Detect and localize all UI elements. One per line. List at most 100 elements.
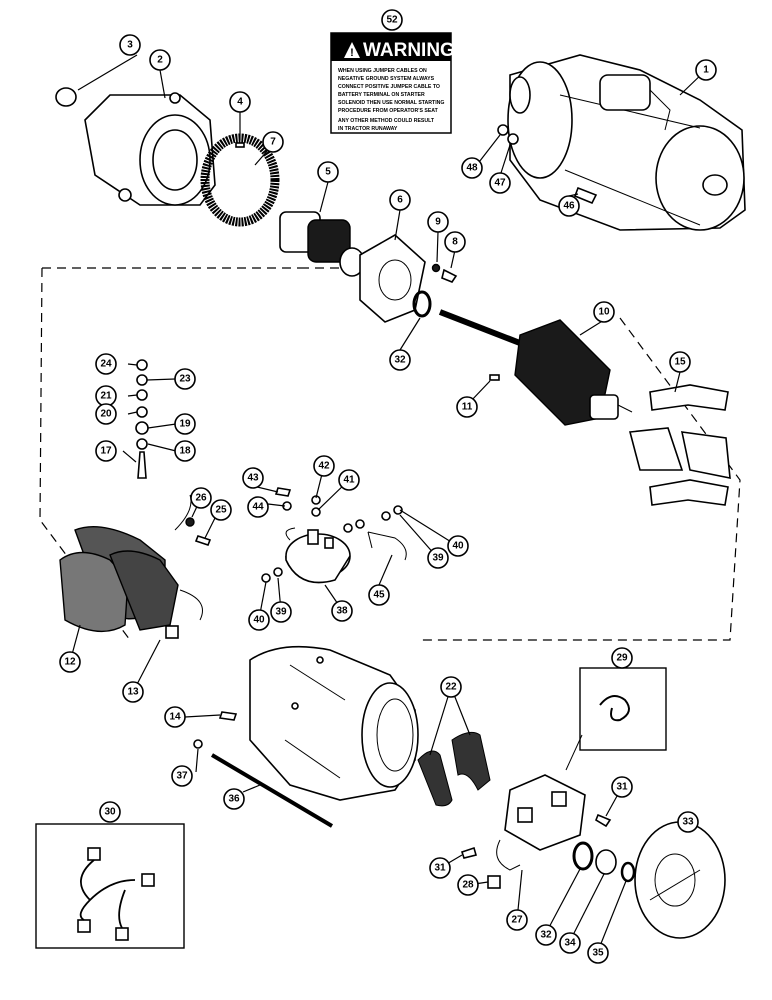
callout-8: 8	[444, 231, 466, 253]
callout-34: 34	[559, 932, 581, 954]
svg-text:32: 32	[540, 930, 552, 941]
warning-line-7: ANY OTHER METHOD COULD RESULT	[338, 118, 435, 124]
callout-9: 9	[427, 211, 449, 233]
svg-text:46: 46	[563, 201, 575, 212]
mounting-bolt	[573, 186, 598, 205]
warning-line-3: CONNECT POSITIVE JUMPER CABLE TO	[338, 84, 440, 90]
svg-text:5: 5	[325, 167, 331, 178]
svg-text:34: 34	[564, 938, 576, 949]
svg-text:21: 21	[100, 391, 112, 402]
callout-4: 4	[229, 91, 251, 113]
callout-6: 6	[389, 189, 411, 211]
svg-text:33: 33	[682, 817, 694, 828]
svg-text:2: 2	[157, 55, 163, 66]
thrust-washer-lower	[572, 841, 594, 871]
callout-40-right: 40	[447, 535, 469, 557]
frame-screw	[218, 711, 238, 721]
svg-text:48: 48	[466, 163, 478, 174]
svg-text:41: 41	[343, 475, 355, 486]
holder-screw-left	[460, 846, 477, 859]
svg-text:27: 27	[511, 915, 523, 926]
warning-decal: ! WARNING WHEN USING JUMPER CABLES ON NE…	[330, 32, 455, 134]
warning-line-8: IN TRACTOR RUNAWAY	[338, 126, 398, 132]
spring-detail-inset	[565, 667, 667, 771]
callout-32-lower: 32	[535, 924, 557, 946]
svg-text:7: 7	[270, 137, 276, 148]
callout-30: 30	[99, 801, 121, 823]
field-coils	[59, 494, 203, 633]
callout-36: 36	[223, 788, 245, 810]
callout-20: 20	[95, 403, 117, 425]
coil-screw	[194, 535, 212, 546]
svg-text:20: 20	[100, 409, 112, 420]
svg-text:38: 38	[336, 606, 348, 617]
callout-3: 3	[119, 34, 141, 56]
callout-32-upper: 32	[389, 349, 411, 371]
callout-18: 18	[174, 440, 196, 462]
field-brush	[165, 625, 179, 639]
callout-47: 47	[489, 172, 511, 194]
callout-19: 19	[174, 413, 196, 435]
end-washer	[620, 861, 636, 883]
commutator-end-bushing	[595, 849, 617, 875]
callout-26: 26	[190, 487, 212, 509]
callout-38: 38	[331, 600, 353, 622]
svg-text:47: 47	[494, 178, 506, 189]
svg-text:29: 29	[616, 653, 628, 664]
svg-text:9: 9	[435, 217, 441, 228]
svg-text:43: 43	[247, 473, 259, 484]
warning-line-4: BATTERY TERMINAL ON STARTER	[338, 92, 425, 98]
svg-text:4: 4	[237, 97, 243, 108]
svg-text:12: 12	[64, 657, 76, 668]
callout-44: 44	[247, 496, 269, 518]
solenoid-hardware	[261, 487, 407, 583]
svg-text:17: 17	[100, 446, 112, 457]
svg-text:40: 40	[253, 615, 265, 626]
callout-48: 48	[461, 157, 483, 179]
callout-23: 23	[174, 368, 196, 390]
field-frame	[249, 645, 419, 801]
svg-text:15: 15	[674, 357, 686, 368]
svg-text:18: 18	[179, 446, 191, 457]
warning-line-6: PROCEDURE FROM OPERATOR'S SEAT	[338, 108, 439, 114]
callout-17: 17	[95, 440, 117, 462]
coil-washer	[185, 517, 195, 527]
svg-text:!: !	[350, 47, 354, 59]
callout-42: 42	[313, 455, 335, 477]
woodruff-key	[489, 374, 500, 381]
callout-52: 52	[381, 9, 403, 31]
thrust-washer-upper	[412, 290, 432, 318]
brush-holder-assembly	[496, 774, 586, 871]
callout-43: 43	[242, 467, 264, 489]
callout-41: 41	[338, 469, 360, 491]
callout-27: 27	[506, 909, 528, 931]
svg-text:39: 39	[275, 607, 287, 618]
callout-28: 28	[457, 874, 479, 896]
svg-text:52: 52	[386, 15, 398, 26]
svg-text:30: 30	[104, 807, 116, 818]
brush	[487, 875, 501, 889]
starter-motor-assembly	[507, 54, 746, 231]
callout-40-left: 40	[248, 609, 270, 631]
callout-29: 29	[611, 647, 633, 669]
brush-set-inset	[35, 823, 185, 949]
warning-line-2: NEGATIVE GROUND SYSTEM ALWAYS	[338, 76, 435, 82]
brush-springs	[417, 731, 491, 807]
callout-25: 25	[210, 499, 232, 521]
svg-text:14: 14	[169, 712, 181, 723]
solenoid	[285, 527, 351, 584]
svg-text:44: 44	[252, 502, 264, 513]
svg-text:36: 36	[228, 794, 240, 805]
svg-text:28: 28	[462, 880, 474, 891]
callout-31-left: 31	[429, 857, 451, 879]
svg-text:13: 13	[127, 687, 139, 698]
svg-text:1: 1	[703, 65, 709, 76]
callout-2: 2	[149, 49, 171, 71]
callout-46: 46	[558, 195, 580, 217]
svg-text:39: 39	[432, 553, 444, 564]
armature	[438, 309, 633, 426]
svg-text:37: 37	[176, 771, 188, 782]
bushing	[55, 87, 77, 107]
callout-11: 11	[456, 396, 478, 418]
